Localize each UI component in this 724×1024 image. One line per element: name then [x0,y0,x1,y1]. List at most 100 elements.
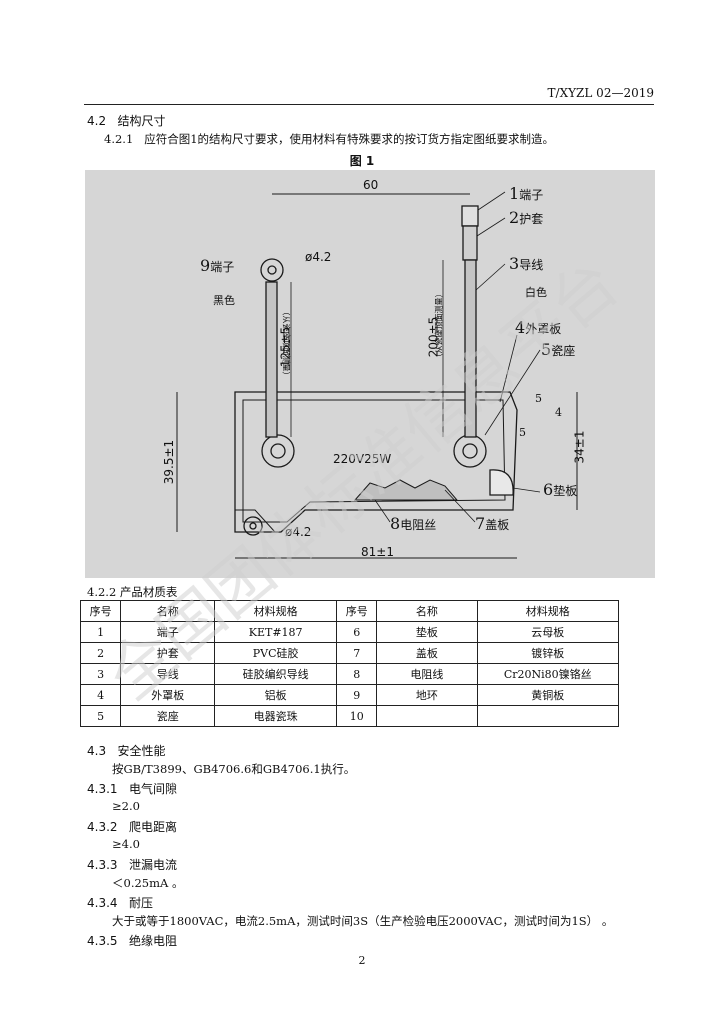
table-cell: 8 [336,663,378,685]
table-cell: KET#187 [214,621,338,643]
dim-label-height-left: 39.5±1 [162,439,177,485]
section-title: 结构尺寸 [117,114,166,128]
table-cell: 10 [336,705,378,727]
clause-number: 4.3.2 [87,820,118,834]
table-cell: 镀锌板 [476,642,619,664]
table-header-cell: 序号 [336,600,378,622]
table-cell: 云母板 [476,621,619,643]
callout-black: 黑色 [213,294,235,307]
clause-4-3-5-heading: 4.3.5 绝缘电阻 [87,932,177,949]
clause-4-3-3-heading: 4.3.3 泄漏电流 [87,856,177,873]
heater-inner-outline [242,399,506,523]
section-number: 4.2 [87,114,107,128]
header-rule [84,104,654,105]
clause-text: 应符合图1的结构尺寸要求，使用材料有特殊要求的按订货方指定图纸要求制造。 [144,132,555,146]
callout-2: 2护套 [509,208,544,227]
left-ring-terminal [260,258,284,282]
callout-white: 白色 [525,286,547,299]
clause-number: 4.3.5 [87,934,118,948]
clause-title: 耐压 [129,896,154,910]
ground-hole [243,516,263,536]
table-cell: 铝板 [214,684,338,706]
dim-label-height-right: 34±1 [572,430,587,464]
dim-label-5a: 5 [535,392,542,405]
left-terminal-inner [270,443,286,459]
clause-4-3-4-heading: 4.3.4 耐压 [87,894,153,911]
clause-number: 4.2.1 [104,132,134,146]
table-cell: 黄铜板 [476,684,619,706]
clause-number: 4.3.1 [87,782,118,796]
table-cell [476,705,619,727]
table-cell: 盖板 [376,642,478,664]
table-cell: 硅胶编织导线 [214,663,338,685]
callout-1: 1端子 [509,184,544,203]
callout-4: 4外罩板 [515,318,562,337]
clause-title: 电气间隙 [129,782,178,796]
clause-4-3-1-heading: 4.3.1 电气间隙 [87,780,177,797]
figure-1-drawing: 60 ø4.2 ø4.2 125±5 （从瓷座顶面测量） 200±5 （从瓷座顶… [85,170,655,578]
callout-9: 9端子 [200,256,235,275]
clause-4-3-2-heading: 4.3.2 爬电距离 [87,818,177,835]
callout-5: 5瓷座 [541,340,576,359]
clause-4-3-3-value: ＜0.25mA 。 [112,876,184,890]
dim-label-4: 4 [555,406,562,419]
table-cell [376,705,478,727]
section-4-3-heading: 4.3 安全性能 [87,742,166,759]
table-cell: 6 [336,621,378,643]
clause-4-3-1-value: ≥2.0 [112,799,140,813]
right-terminal-blade [461,205,479,227]
table-header-cell: 序号 [79,600,122,622]
clause-4-3-4-value: 大于或等于1800VAC，电流2.5mA，测试时间3S（生产检验电压2000VA… [112,914,614,928]
section-number: 4.3 [87,744,107,758]
clause-title: 泄漏电流 [129,858,178,872]
dim-label-top-width: 60 [363,178,379,192]
table-cell: 电器瓷珠 [214,705,338,727]
section-4-3-text: 按GB/T3899、GB4706.6和GB4706.1执行。 [112,762,356,776]
callout-3: 3导线 [509,254,544,273]
dim-label-5b: 5 [519,426,526,439]
clause-4-3-2-value: ≥4.0 [112,837,140,851]
right-terminal-inner [462,443,478,459]
page-number: 2 [358,954,366,967]
left-terminal-outer [261,434,295,468]
dim-note-left: （从瓷座顶面测量） [281,307,291,380]
bottom-lug [234,509,277,533]
figure-title: 图 1 [349,154,375,168]
dim-label-hole-dia-bottom: ø4.2 [285,525,312,539]
table-header-cell: 名称 [376,600,478,622]
callout-8: 8电阻丝 [390,514,437,533]
callout-7: 7盖板 [475,514,510,533]
resistance-coil [353,479,459,501]
table-cell: 电阻线 [376,663,478,685]
table-cell: 5 [79,705,122,727]
section-4-2-heading: 4.2 结构尺寸 [87,112,166,129]
rating-label: 220V25W [333,452,392,466]
clause-4-2-2-title: 4.2.2 产品材质表 [87,585,178,599]
mica-pad [489,469,514,496]
clause-title: 爬电距离 [129,820,178,834]
callout-6: 6垫板 [543,480,578,499]
clause-number: 4.3.4 [87,896,118,910]
clause-number: 4.3.3 [87,858,118,872]
left-lead-wire [265,281,278,438]
ground-hole-inner [249,522,257,530]
clause-title: 绝缘电阻 [129,934,178,948]
table-cell: 瓷座 [120,705,216,727]
document-code: T/XYZL 02—2019 [547,86,654,100]
right-lead-wire [464,259,477,438]
table-cell: 4 [79,684,122,706]
table-cell: 9 [336,684,378,706]
table-header-cell: 材料规格 [476,600,619,622]
table-cell: 垫板 [376,621,478,643]
table-cell: PVC硅胶 [214,642,338,664]
dim-label-hole-dia-top: ø4.2 [305,250,332,264]
table-cell: 地环 [376,684,478,706]
table-cell: Cr20Ni80镍铬丝 [476,663,619,685]
clause-4-2-1: 4.2.1 应符合图1的结构尺寸要求，使用材料有特殊要求的按订货方指定图纸要求制… [104,131,554,147]
table-cell: 7 [336,642,378,664]
